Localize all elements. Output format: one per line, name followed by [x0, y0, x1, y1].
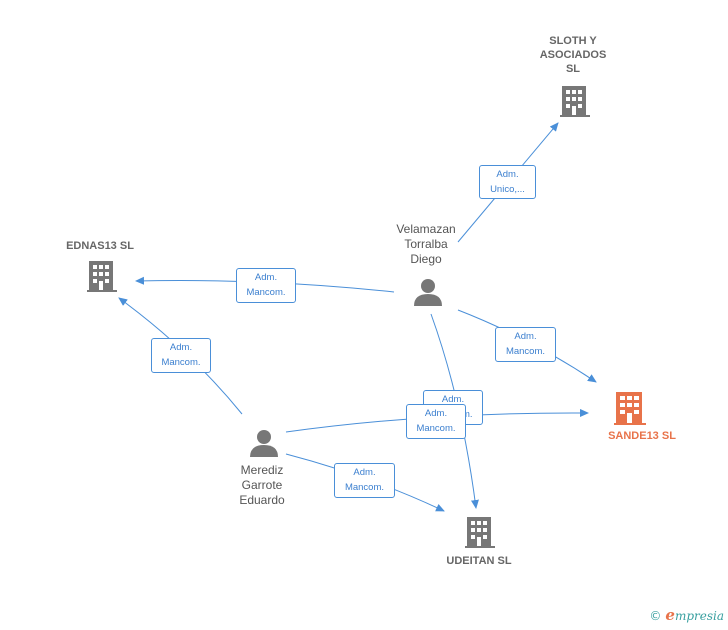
- person-label-merediz[interactable]: Merediz Garrote Eduardo: [239, 463, 285, 507]
- brand-footer[interactable]: ©empresia: [649, 606, 724, 624]
- company-label-ednas13[interactable]: EDNAS13 SL: [66, 240, 134, 252]
- building-icon-main[interactable]: [614, 390, 646, 426]
- edge-label-velamazan-sloth[interactable]: Adm. Unico,...: [479, 165, 536, 199]
- building-icon[interactable]: [560, 84, 590, 118]
- edge-label-velamazan-sande13[interactable]: Adm. Mancom.: [495, 327, 556, 362]
- person-label-velamazan[interactable]: Velamazan Torralba Diego: [396, 222, 456, 266]
- company-label-sande13[interactable]: SANDE13 SL: [608, 430, 676, 442]
- company-label-udeitan[interactable]: UDEITAN SL: [446, 555, 512, 567]
- edge-label-merediz-ednas13[interactable]: Adm. Mancom.: [151, 338, 211, 373]
- brand-logo-initial: e: [665, 606, 675, 624]
- brand-logo-text: mpresia: [674, 609, 724, 623]
- copyright-symbol: ©: [649, 609, 662, 623]
- building-icon[interactable]: [87, 259, 117, 293]
- edge-label-merediz-udeitan[interactable]: Adm. Mancom.: [334, 463, 395, 498]
- edge-label-merediz-sande13[interactable]: Adm. Mancom.: [406, 404, 466, 439]
- edge-label-velamazan-ednas13[interactable]: Adm. Mancom.: [236, 268, 296, 303]
- person-icon[interactable]: [413, 277, 443, 307]
- company-label-sloth[interactable]: SLOTH Y ASOCIADOS SL: [539, 35, 607, 75]
- person-icon[interactable]: [249, 428, 279, 458]
- building-icon[interactable]: [465, 515, 495, 549]
